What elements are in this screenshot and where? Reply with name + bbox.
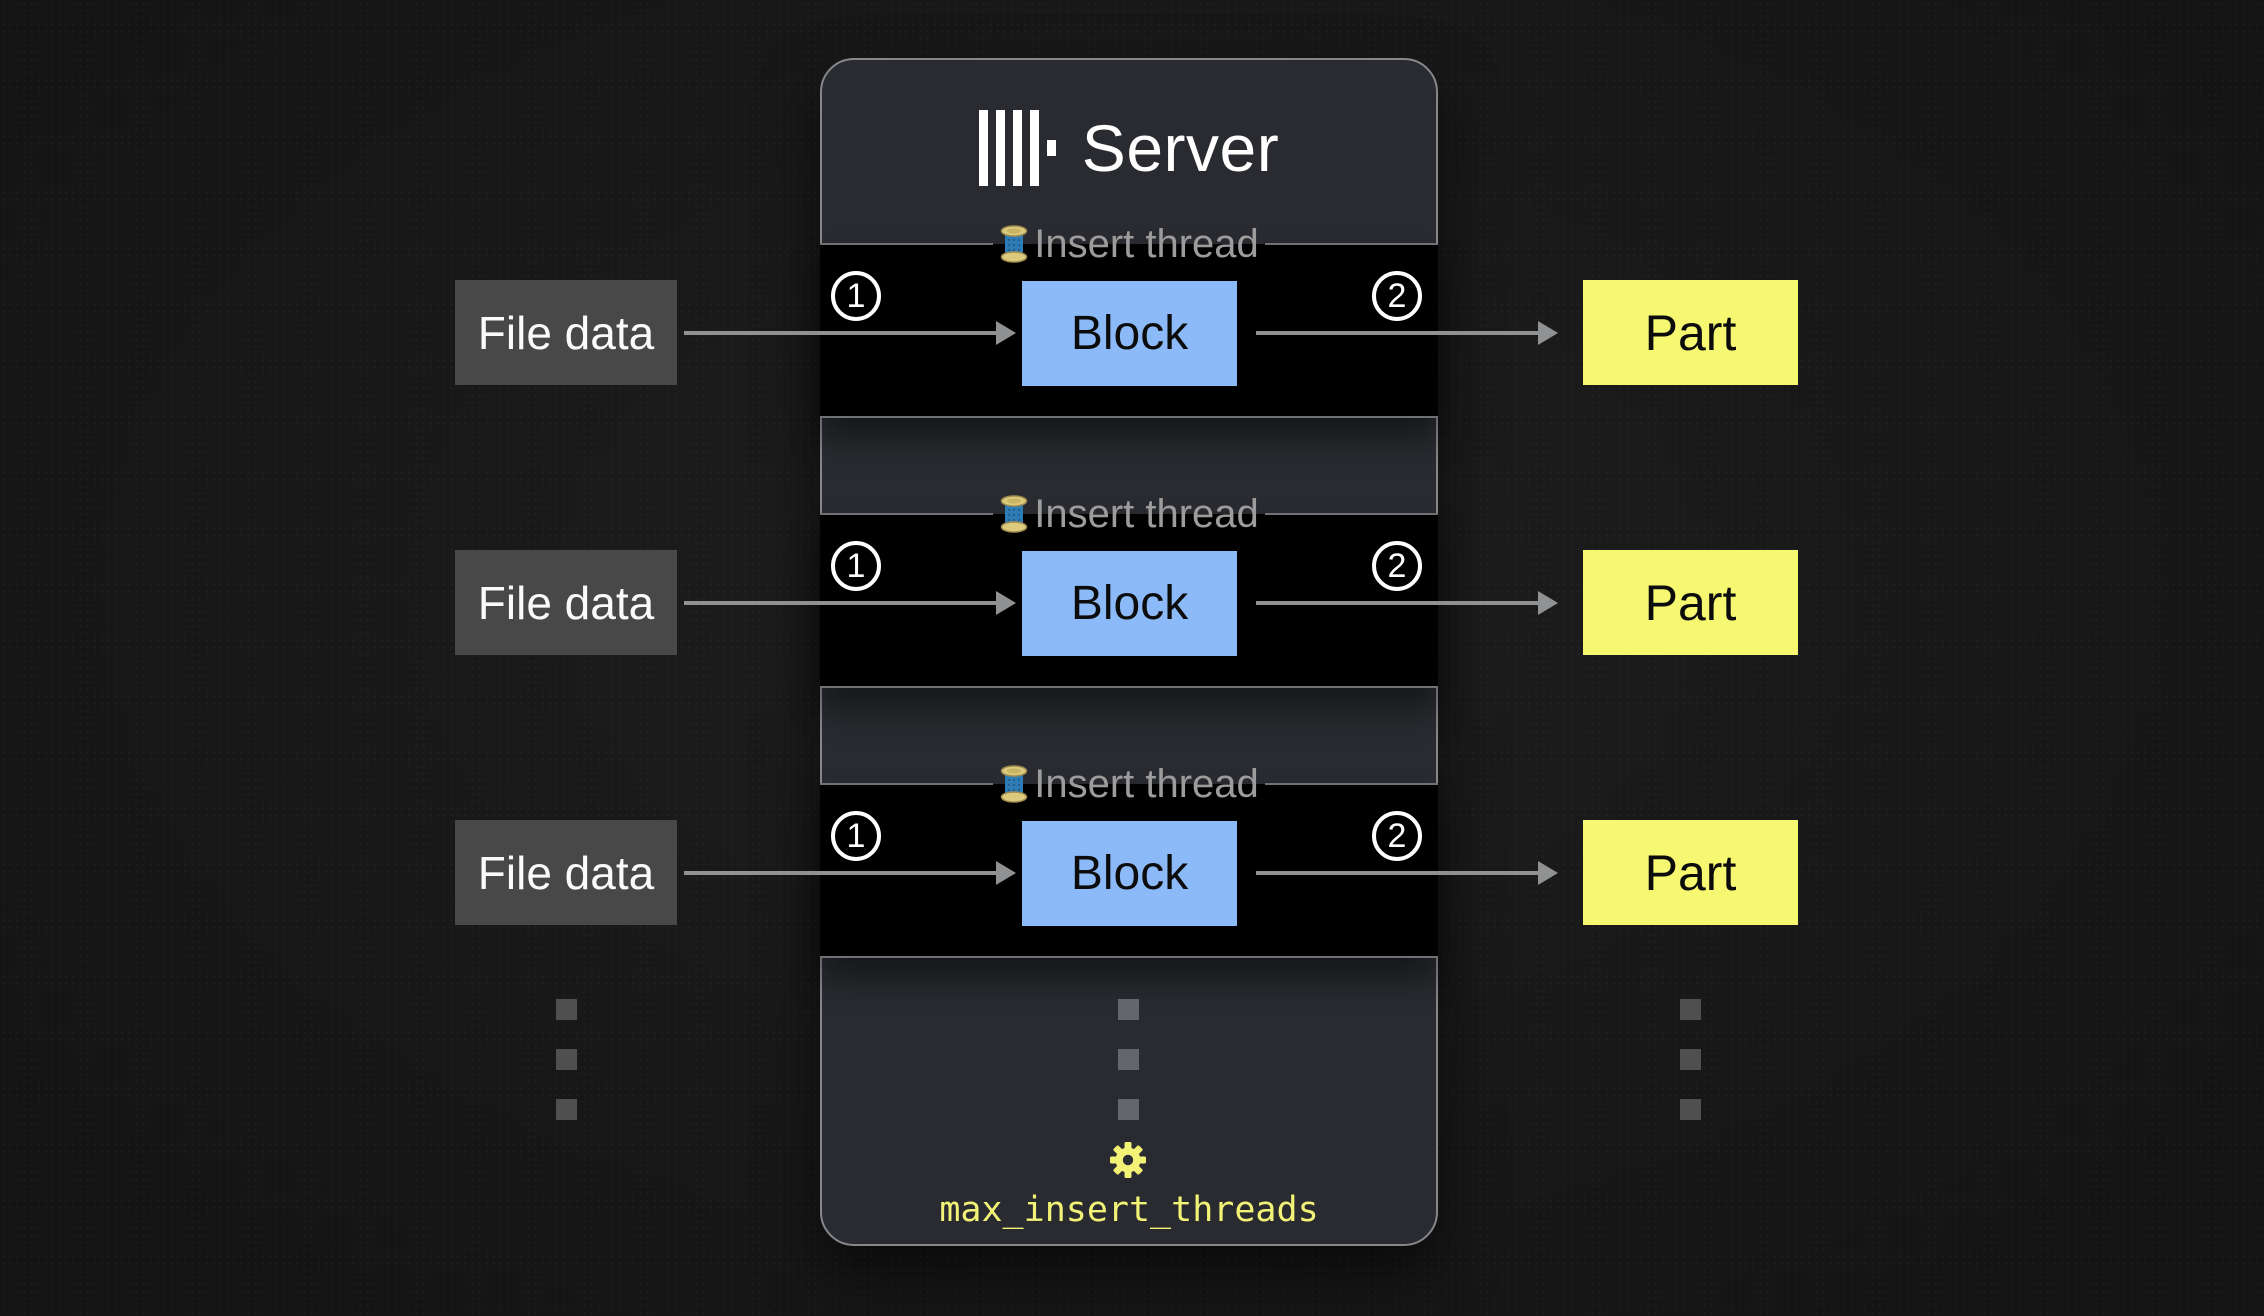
part-box: Part	[1583, 280, 1798, 385]
dot	[556, 1099, 577, 1120]
block-label: Block	[1070, 577, 1189, 630]
logo-bar	[995, 110, 1005, 186]
dot	[1680, 1049, 1701, 1070]
thread-spool-icon	[1000, 495, 1028, 533]
thread-spool-icon	[1000, 225, 1028, 263]
dot	[556, 999, 577, 1020]
gear-icon	[1110, 1142, 1146, 1178]
part-box: Part	[1583, 820, 1798, 925]
step-number: 2	[1387, 276, 1407, 315]
arrow-file-to-block	[684, 331, 997, 335]
insert-thread-legend: Insert thread	[820, 221, 1439, 267]
dot	[1680, 1099, 1701, 1120]
legend-line-left	[820, 513, 994, 515]
thread-spool-icon	[1000, 765, 1028, 803]
server-title: Server	[1081, 111, 1280, 185]
server-header: Server	[820, 58, 1438, 238]
step-1-badge: 1	[831, 271, 881, 321]
step-number: 2	[1387, 816, 1407, 855]
file-data-label: File data	[477, 846, 655, 899]
insert-thread-legend: Insert thread	[820, 491, 1439, 537]
block-box: Block	[1022, 551, 1237, 656]
arrow-file-to-block	[684, 871, 997, 875]
part-box: Part	[1583, 550, 1798, 655]
insert-thread-label: Insert thread	[1034, 761, 1259, 806]
part-label: Part	[1644, 304, 1737, 361]
legend-label: Insert thread	[993, 222, 1265, 267]
insert-thread-lane: Insert thread 1 Block 2	[820, 222, 1439, 418]
dot	[1680, 999, 1701, 1020]
block-label: Block	[1070, 307, 1189, 360]
legend-line-right	[1264, 243, 1439, 245]
file-data-box: File data	[455, 280, 677, 385]
arrow-block-to-part	[1256, 331, 1539, 335]
step-number: 1	[846, 546, 866, 585]
file-data-label: File data	[477, 306, 655, 359]
insert-thread-label: Insert thread	[1034, 221, 1259, 266]
logo-bar	[1012, 110, 1022, 186]
dot	[1118, 1049, 1139, 1070]
logo-dot	[1046, 140, 1056, 156]
file-data-box: File data	[455, 550, 677, 655]
step-2-badge: 2	[1372, 811, 1422, 861]
part-label: Part	[1644, 844, 1737, 901]
dot	[556, 1049, 577, 1070]
logo-bar	[978, 110, 988, 186]
insert-thread-label: Insert thread	[1034, 491, 1259, 536]
arrow-file-to-block	[684, 601, 997, 605]
ellipsis-dots-threads	[1118, 999, 1139, 1120]
step-1-badge: 1	[831, 541, 881, 591]
dot	[1118, 999, 1139, 1020]
block-box: Block	[1022, 281, 1237, 386]
max-insert-threads-setting: max_insert_threads	[939, 1190, 1319, 1230]
logo-bar	[1029, 110, 1039, 186]
step-number: 2	[1387, 546, 1407, 585]
legend-label: Insert thread	[993, 492, 1265, 537]
arrow-block-to-part	[1256, 601, 1539, 605]
block-box: Block	[1022, 821, 1237, 926]
dot	[1118, 1099, 1139, 1120]
legend-label: Insert thread	[993, 762, 1265, 807]
file-data-box: File data	[455, 820, 677, 925]
step-number: 1	[846, 816, 866, 855]
file-data-label: File data	[477, 576, 655, 629]
insert-thread-legend: Insert thread	[820, 761, 1439, 807]
ellipsis-dots-inputs	[556, 999, 577, 1120]
clickhouse-logo-icon	[978, 109, 1056, 187]
step-2-badge: 2	[1372, 271, 1422, 321]
legend-line-left	[820, 783, 994, 785]
step-2-badge: 2	[1372, 541, 1422, 591]
step-number: 1	[846, 276, 866, 315]
step-1-badge: 1	[831, 811, 881, 861]
block-label: Block	[1070, 847, 1189, 900]
legend-line-right	[1264, 783, 1439, 785]
ellipsis-dots-outputs	[1680, 999, 1701, 1120]
legend-line-right	[1264, 513, 1439, 515]
arrow-block-to-part	[1256, 871, 1539, 875]
part-label: Part	[1644, 574, 1737, 631]
legend-line-left	[820, 243, 994, 245]
